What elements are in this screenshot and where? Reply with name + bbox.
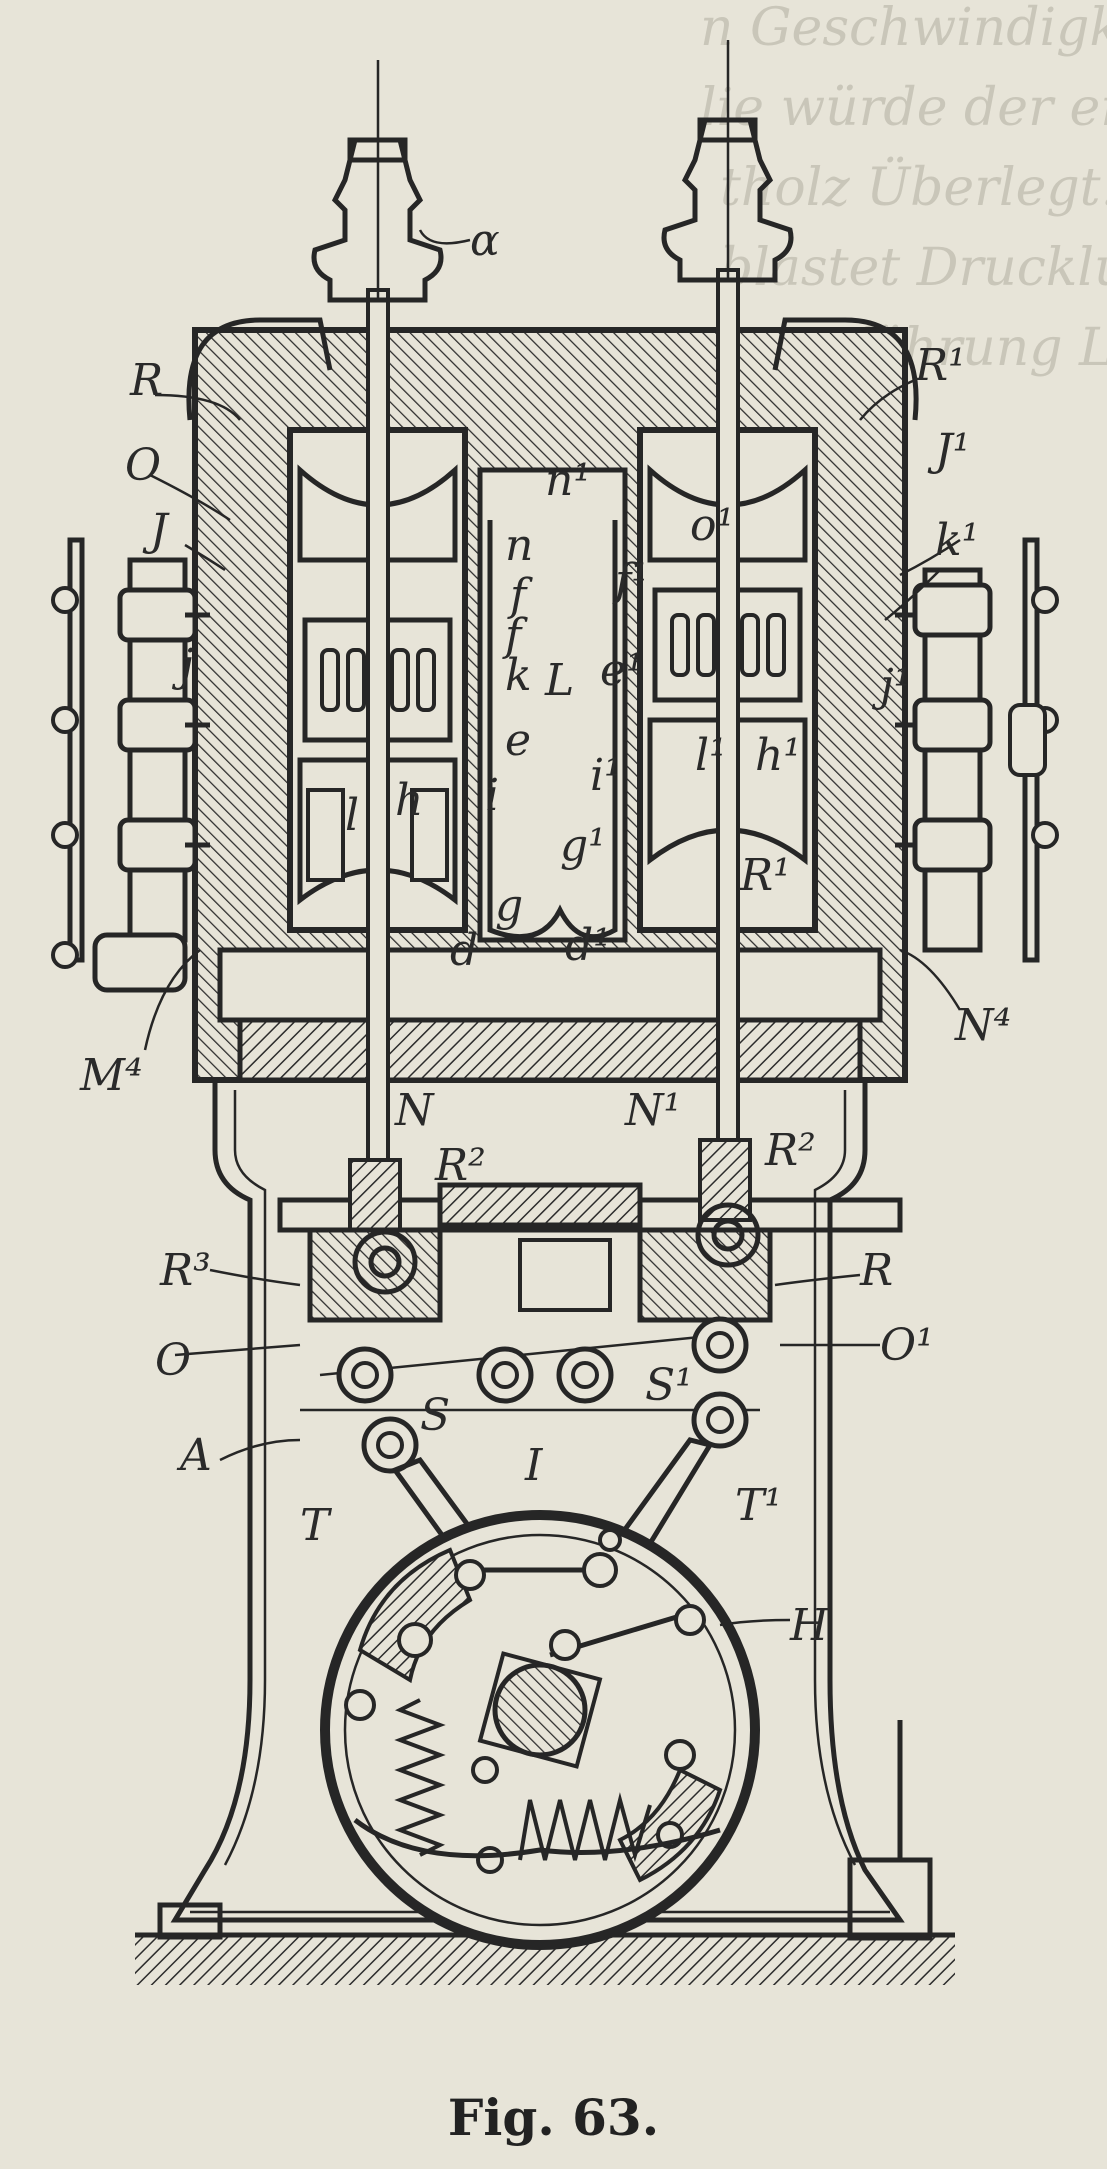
label-k1: k¹ <box>935 515 979 566</box>
label-R2-right: R² <box>764 1125 816 1176</box>
left-linkage <box>51 537 210 993</box>
label-T: T <box>300 1500 333 1551</box>
coil-spring-left <box>394 1698 446 1857</box>
label-S: S <box>420 1390 450 1441</box>
label-d1: d¹ <box>565 920 611 971</box>
label-g1: g¹ <box>560 820 606 871</box>
label-T1: T¹ <box>735 1480 782 1531</box>
label-h1: h¹ <box>755 730 801 781</box>
bleed-line-2: lie würde der erste Teil des <box>700 78 1107 138</box>
label-N1: N¹ <box>624 1085 681 1136</box>
label-d: d <box>450 925 478 976</box>
label-R-top-left: R <box>129 355 163 406</box>
part-labels: α R R¹ O J j n f f k L e i h l g d n¹ o¹… <box>79 215 1011 1651</box>
figure-caption: Fig. 63. <box>447 2088 660 2147</box>
governor-drum <box>320 1510 760 1950</box>
label-N: N <box>394 1085 435 1136</box>
lever-system <box>300 1316 760 1564</box>
label-g: g <box>495 880 523 931</box>
label-M4: M⁴ <box>79 1050 143 1101</box>
bleed-line-1: n Geschwindigkeit der Maschin <box>700 0 1107 58</box>
label-R2-left: R² <box>434 1140 486 1191</box>
label-O: O <box>125 440 161 491</box>
label-I: I <box>524 1440 544 1491</box>
label-n1: n¹ <box>545 455 591 506</box>
label-e: e <box>505 715 531 766</box>
label-l1: l¹ <box>695 730 727 781</box>
right-top-cap <box>661 117 794 283</box>
bleed-line-3: tholz Überlegt. Maschinen <box>720 157 1107 218</box>
label-R-right: R <box>859 1245 893 1296</box>
label-R1-mid: R¹ <box>739 850 791 901</box>
label-e1: e¹ <box>600 645 644 696</box>
label-i: i <box>485 770 499 821</box>
label-O1: O¹ <box>880 1320 934 1371</box>
label-f1: f¹ <box>612 555 649 606</box>
label-J: J <box>142 505 170 556</box>
label-R3: R³ <box>159 1245 211 1296</box>
label-h: h <box>395 775 423 826</box>
label-H: H <box>789 1600 830 1651</box>
label-k: k <box>505 650 532 701</box>
label-N4: N⁴ <box>954 1000 1011 1051</box>
label-i1: i¹ <box>590 750 622 801</box>
label-o1: o¹ <box>690 500 734 551</box>
leader-lines <box>143 229 962 1627</box>
label-alpha: α <box>470 215 500 266</box>
label-A: A <box>176 1430 212 1481</box>
bleed-line-4: blastet Druckluft Kupple <box>720 238 1107 298</box>
label-J1: J¹ <box>927 425 970 476</box>
label-n: n <box>505 520 533 571</box>
label-l: l <box>345 790 359 841</box>
label-R1-top-right: R¹ <box>914 340 966 391</box>
label-L: L <box>544 655 574 706</box>
right-linkage <box>895 537 1059 963</box>
label-O-lower: O <box>155 1335 191 1386</box>
left-top-cap <box>311 137 444 303</box>
crosshead-guides <box>277 1138 903 1323</box>
label-S1: S¹ <box>645 1360 693 1411</box>
coil-spring-bottom <box>518 1792 652 1863</box>
